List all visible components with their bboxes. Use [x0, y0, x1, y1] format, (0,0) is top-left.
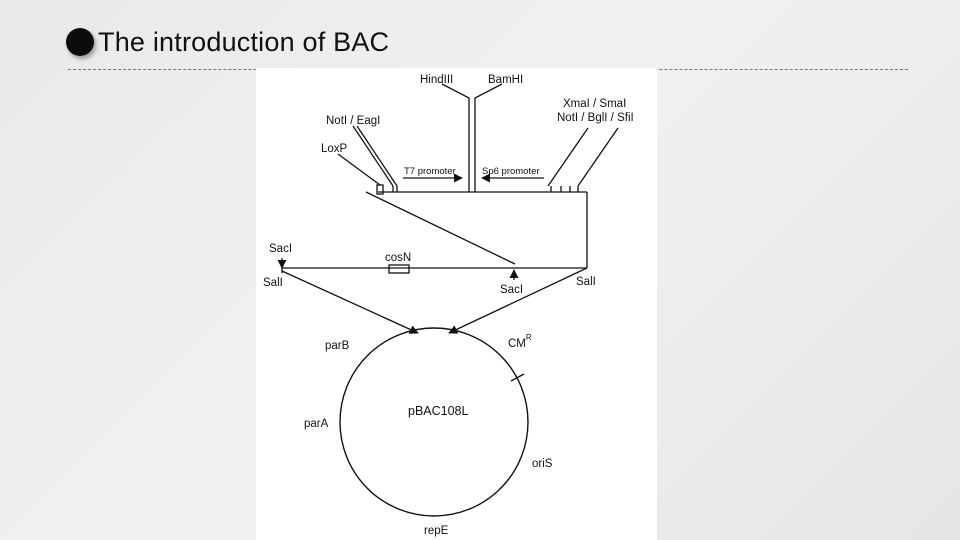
bamhi-label: BamHI	[488, 74, 523, 86]
diagram-canvas: HindIII BamHI NotI / EagI LoxP XmaI / Sm…	[263, 74, 634, 537]
plasmid-name-label: pBAC108L	[408, 404, 469, 418]
sp6-promoter-label: Sp6 promoter	[482, 166, 540, 177]
loxp-label: LoxP	[321, 143, 348, 155]
plasmid	[339, 327, 529, 517]
para-label: parA	[304, 418, 329, 430]
slide-title: The introduction of BAC	[66, 22, 389, 62]
t7-promoter-label: T7 promoter	[404, 166, 456, 177]
bamhi-leader	[474, 83, 503, 192]
right-insert-arrow	[448, 267, 588, 334]
xmai-leader	[547, 127, 589, 187]
hindiii-leader	[441, 83, 470, 192]
noti-eagi-label: NotI / EagI	[326, 115, 380, 127]
plasmid-circle	[339, 327, 529, 517]
repe-label: repE	[424, 525, 449, 537]
expansion-left	[365, 191, 516, 265]
noti-bgli-sfii-label: NotI / BglI / SfiI	[557, 112, 634, 124]
hindiii-label: HindIII	[420, 74, 453, 86]
parb-label: parB	[325, 340, 350, 352]
sali-left-label: SalI	[263, 277, 283, 289]
eagi-leader	[356, 125, 398, 187]
cosn-box	[388, 264, 410, 274]
xmai-smai-label: XmaI / SmaI	[563, 98, 626, 110]
left-insert-arrow	[281, 270, 419, 334]
saci-mid-label: SacI	[500, 284, 523, 296]
bac-vector-diagram: HindIII BamHI NotI / EagI LoxP XmaI / Sm…	[256, 68, 657, 540]
sfii-leader	[577, 127, 619, 187]
saci-left-label: SacI	[269, 243, 292, 255]
loxp-leader	[337, 153, 381, 186]
cloning-region	[337, 83, 619, 268]
page-title: The introduction of BAC	[98, 26, 390, 57]
noti-leader	[352, 125, 394, 187]
linear-segment	[277, 258, 588, 334]
title-bullet-icon	[66, 28, 94, 56]
cmr-marker	[510, 373, 525, 382]
cosn-label: cosN	[385, 252, 411, 264]
oris-label: oriS	[532, 458, 553, 470]
sali-right-label: SalI	[576, 276, 596, 288]
cmr-label: CMR	[508, 333, 532, 350]
